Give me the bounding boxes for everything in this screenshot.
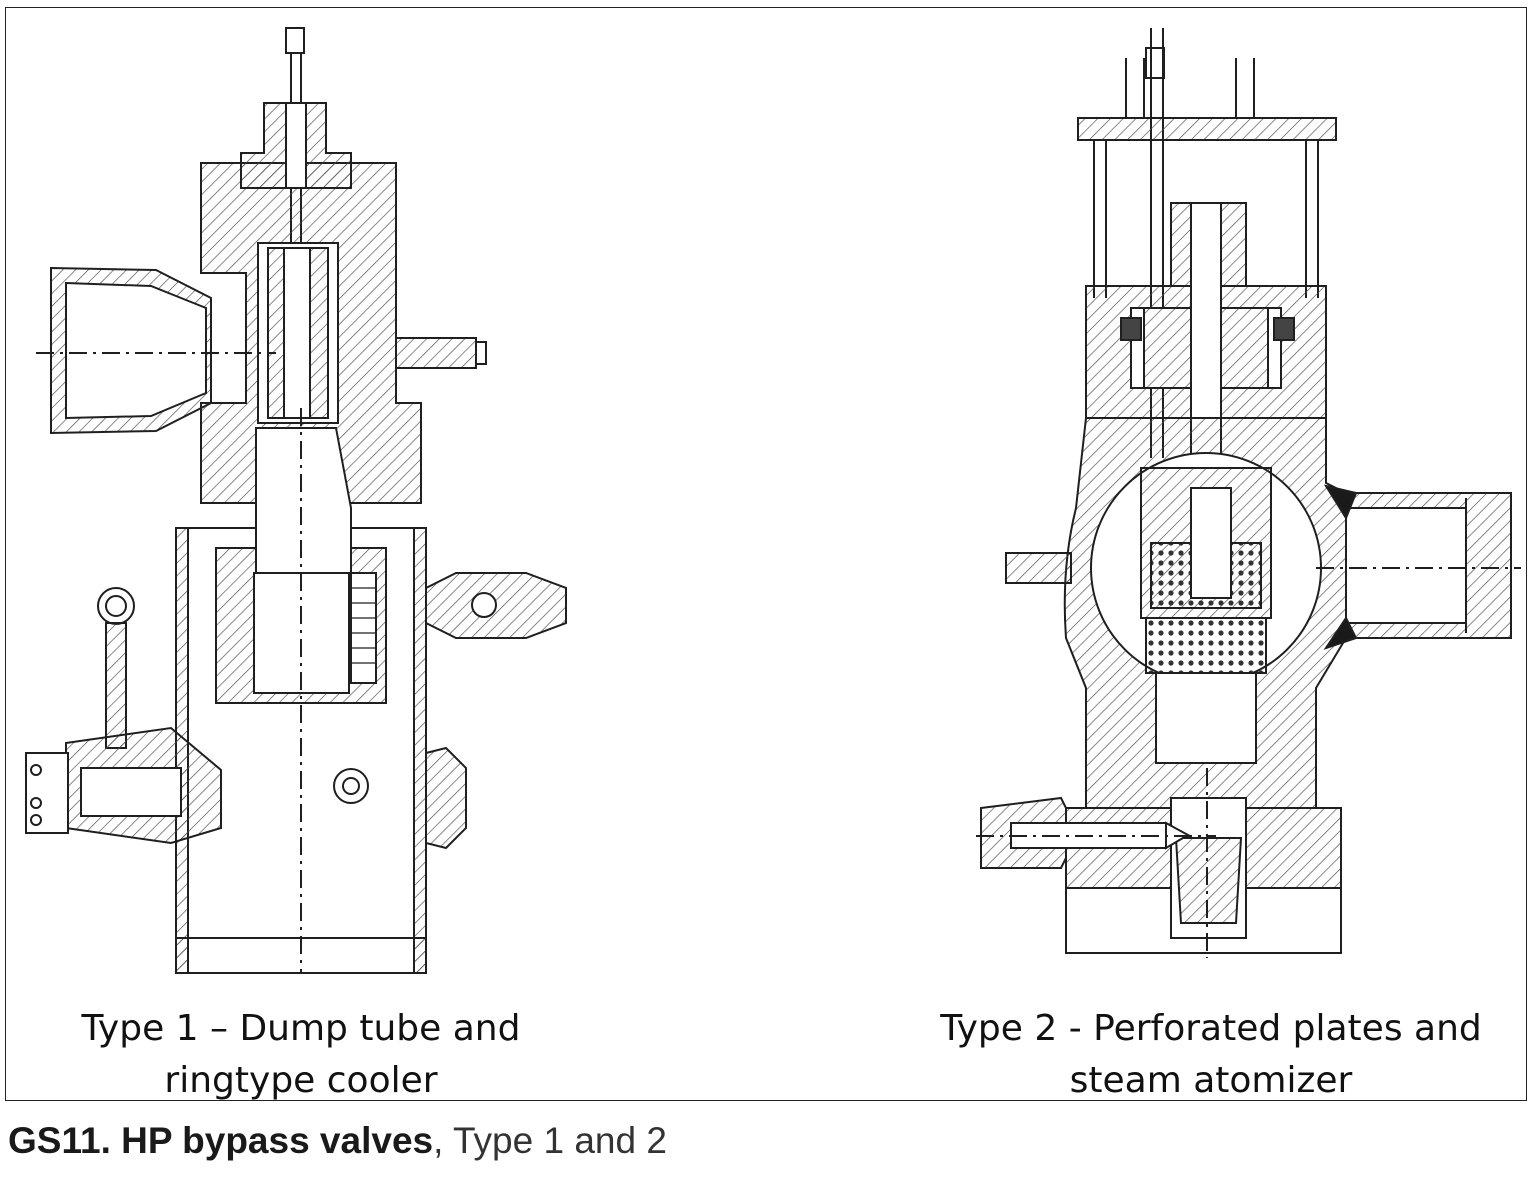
- type2-caption: Type 2 - Perforated plates and steam ato…: [926, 1003, 1496, 1107]
- figure-caption: GS11. HP bypass valves, Type 1 and 2: [8, 1120, 667, 1162]
- figure-caption-label: GS11. HP bypass valves: [8, 1120, 434, 1161]
- type2-valve-drawing: [976, 28, 1521, 958]
- figure-caption-rest: , Type 1 and 2: [433, 1120, 667, 1161]
- type1-caption-line1: Type 1 – Dump tube and: [81, 1008, 521, 1049]
- type1-caption-line2: ringtype cooler: [164, 1060, 438, 1101]
- type2-caption-line2: steam atomizer: [1069, 1060, 1353, 1101]
- figure-frame: Type 1 – Dump tube and ringtype cooler T…: [5, 7, 1527, 1101]
- type2-caption-line1: Type 2 - Perforated plates and: [940, 1008, 1482, 1049]
- type1-valve-drawing: [25, 27, 567, 974]
- type1-caption: Type 1 – Dump tube and ringtype cooler: [46, 1003, 556, 1107]
